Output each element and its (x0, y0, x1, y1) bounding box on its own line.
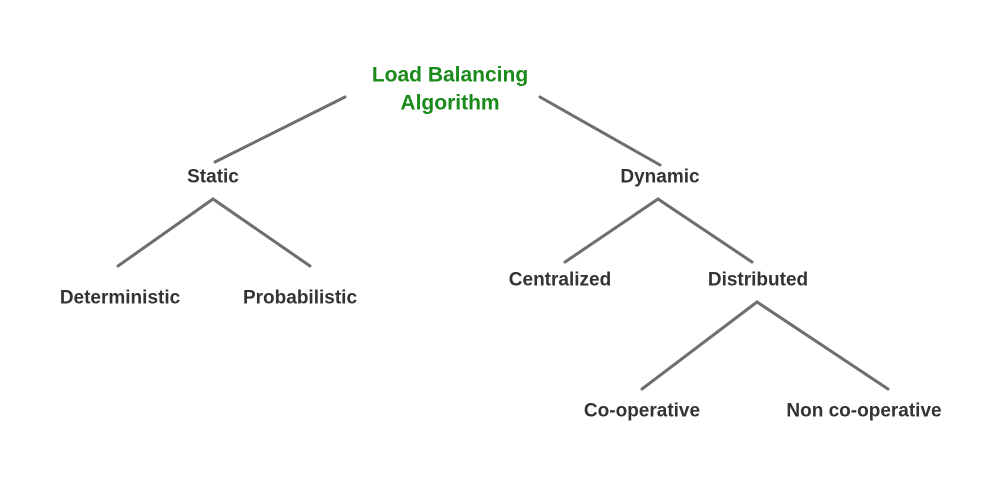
node-centralized: Centralized (508, 269, 612, 291)
node-probabilistic: Probabilistic (242, 287, 358, 309)
node-dynamic: Dynamic (620, 166, 700, 188)
node-root: Load Balancing Algorithm (372, 62, 528, 119)
edge-static-to-deterministic (116, 197, 215, 268)
edge-root-to-static (213, 95, 347, 164)
root-title-line2: Algorithm (400, 92, 500, 115)
edge-distributed-to-non-cooperative (755, 300, 890, 391)
edge-static-to-probabilistic (211, 197, 312, 268)
node-deterministic: Deterministic (59, 287, 181, 309)
root-title-line1: Load Balancing (371, 63, 529, 87)
edge-dynamic-to-distributed (656, 197, 754, 264)
node-cooperative: Co-operative (583, 400, 701, 422)
node-non-cooperative: Non co-operative (786, 400, 942, 422)
node-distributed: Distributed (707, 269, 809, 291)
edge-root-to-dynamic (538, 95, 662, 167)
node-static: Static (187, 166, 239, 188)
edge-dynamic-to-centralized (563, 197, 660, 264)
edge-distributed-to-cooperative (640, 300, 759, 391)
